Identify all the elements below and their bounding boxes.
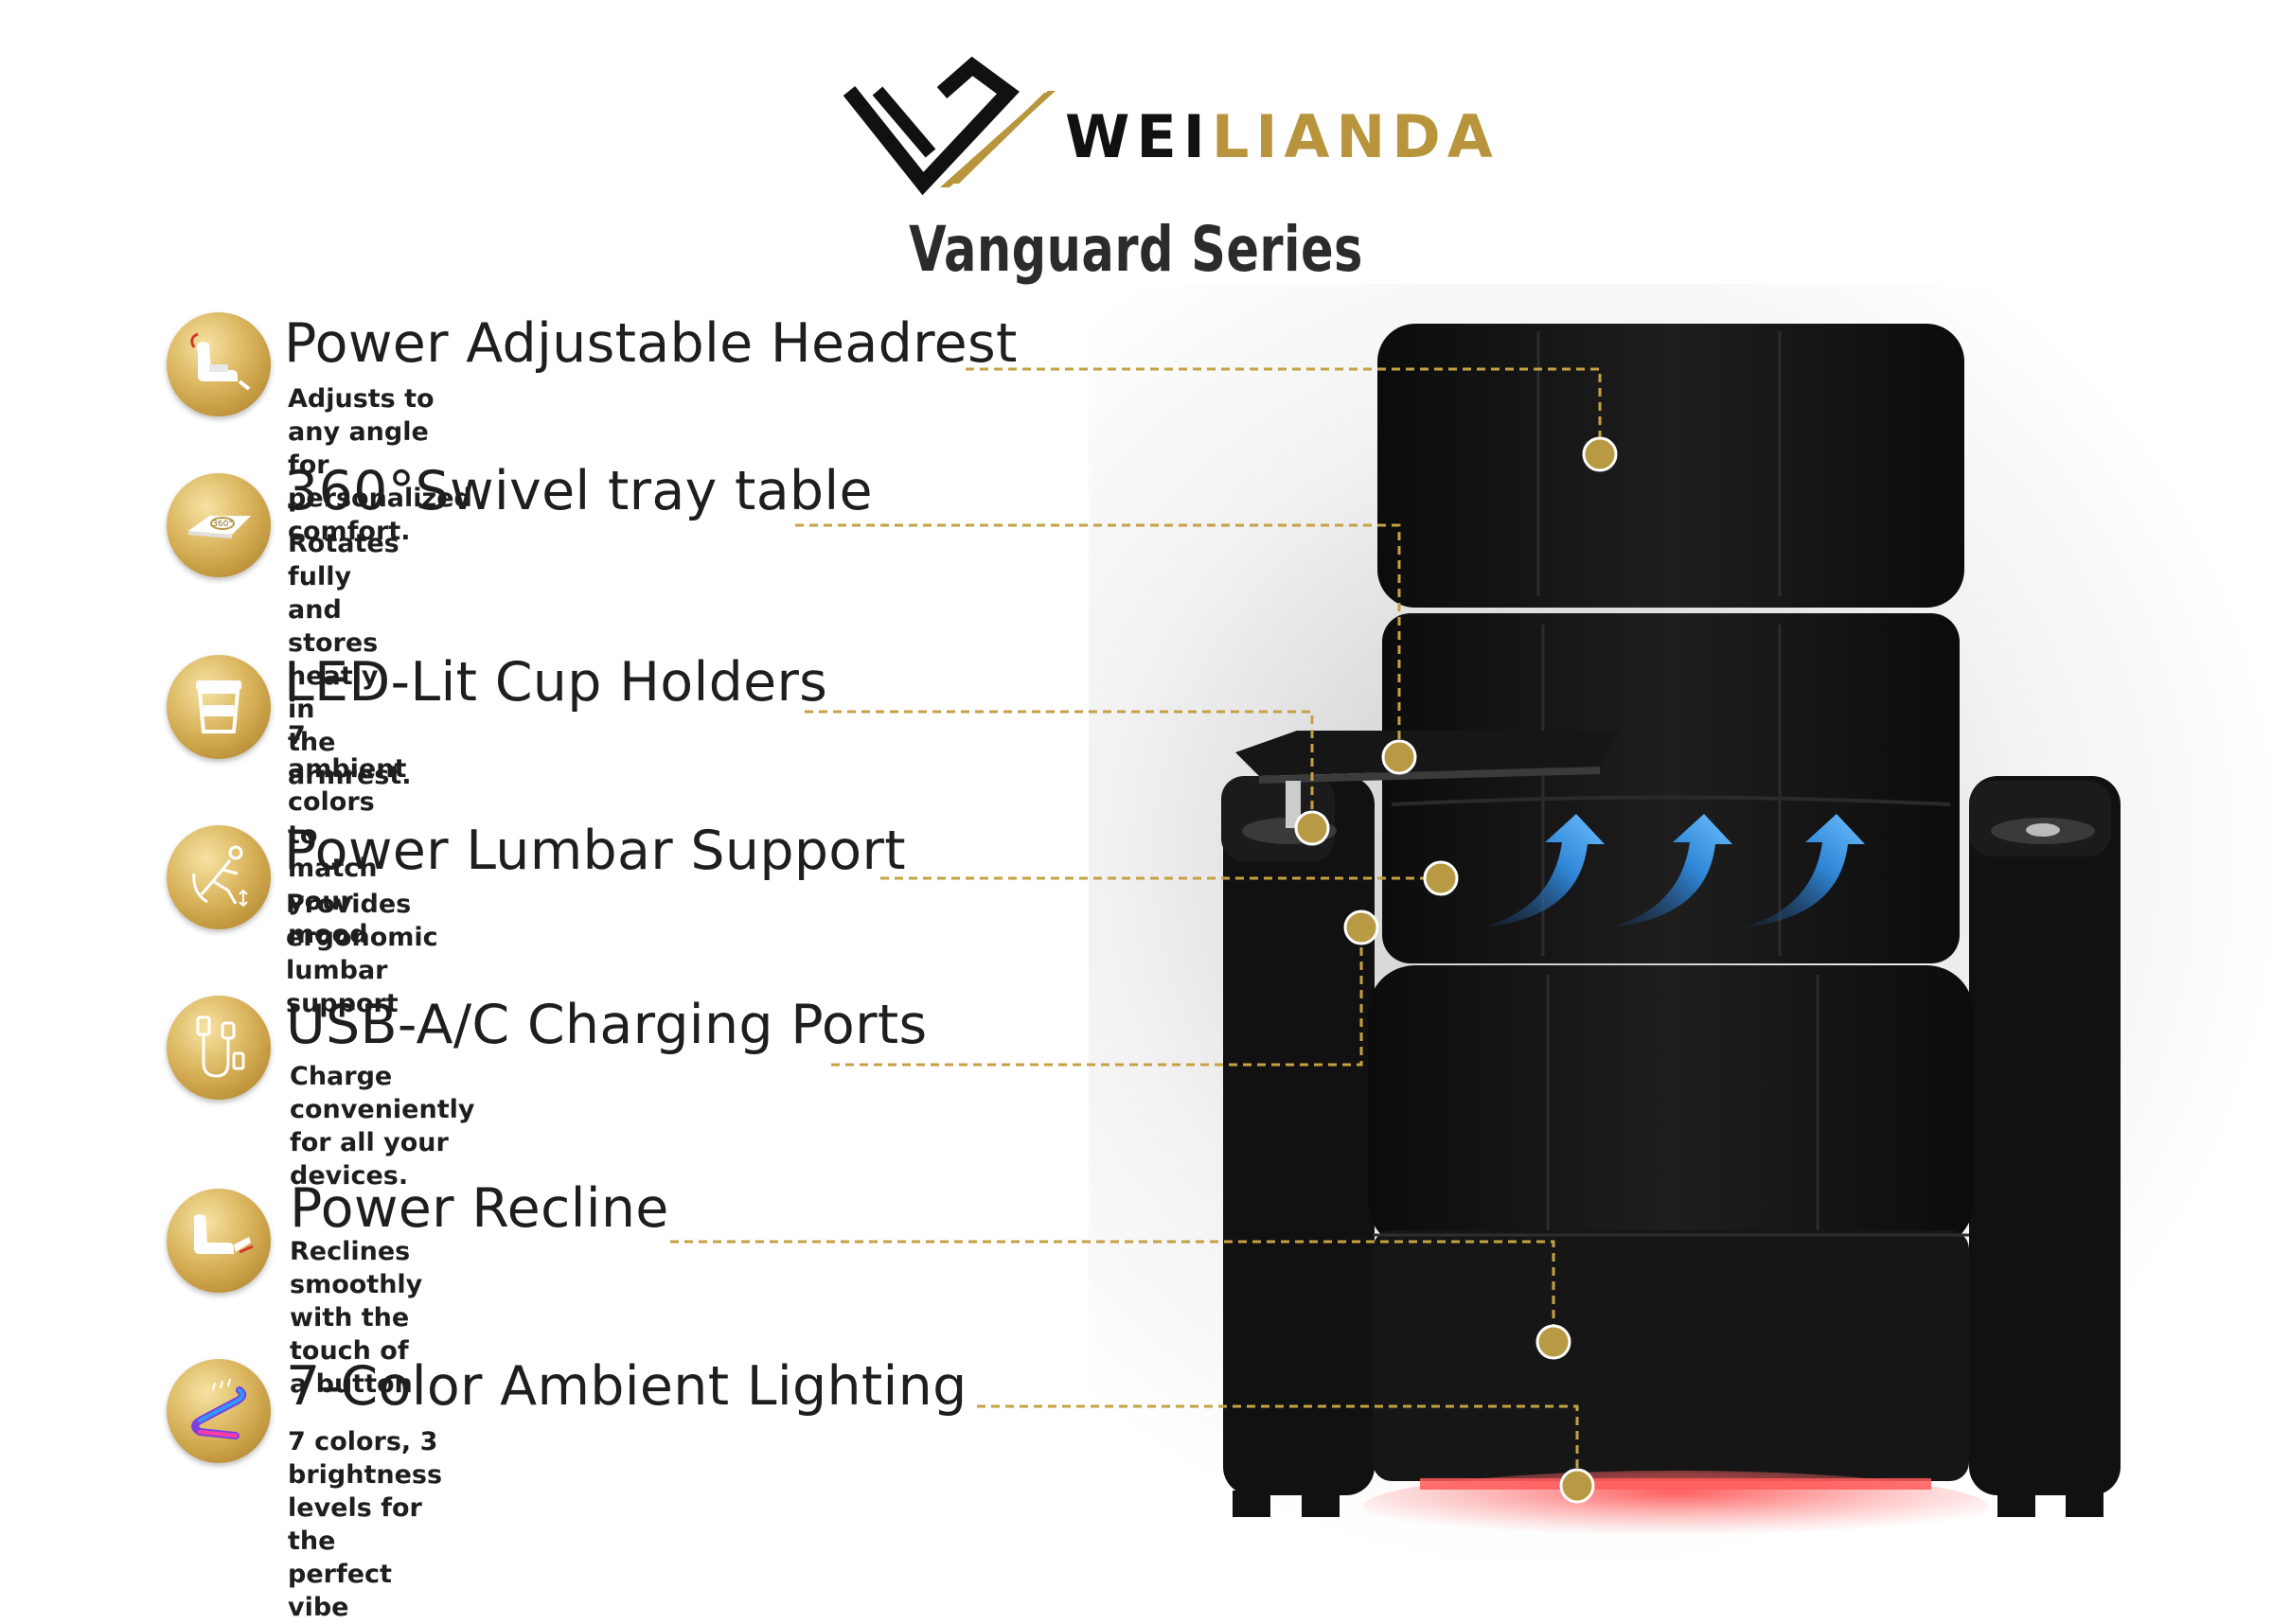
lumbar-callout-dot <box>1423 860 1459 896</box>
feature-description: Adjusts to any angle for personalized co… <box>288 384 472 546</box>
feature-badge <box>167 825 271 929</box>
feature-title: USB-A/C Charging Ports <box>286 994 928 1056</box>
feature-badge <box>167 655 271 759</box>
description-line: the armrest. <box>288 728 412 790</box>
cup-icon <box>196 680 241 733</box>
swivel-tray-icon: 360° <box>188 516 251 538</box>
feature-badge <box>167 312 271 416</box>
brand-name-part1: WEI <box>1065 102 1212 171</box>
swivel-tray-table <box>1235 731 1619 776</box>
lumbar-arrows <box>1482 814 1865 927</box>
cup-holder-callout-dot <box>1294 810 1330 846</box>
feature-description: Reclines smoothly with the touch of a bu… <box>290 1235 422 1401</box>
feature-description: Rotates fully and stores neatly in the a… <box>288 527 412 792</box>
brand-mark-icon <box>843 56 1056 196</box>
left-armrest <box>1223 776 1375 1495</box>
brand-logo: WEILIANDA <box>838 55 1493 197</box>
recline-callout-dot <box>1535 1324 1571 1360</box>
description-line: touch of a button <box>290 1336 413 1399</box>
usb-cable-icon <box>196 1015 245 1078</box>
recliner-footrest-icon <box>193 1214 254 1254</box>
feature-badge <box>167 996 271 1100</box>
feature-title: LED-Lit Cup Holders <box>284 651 828 714</box>
svg-text:360°: 360° <box>212 520 233 529</box>
description-line: Charge conveniently for all your <box>290 1062 475 1157</box>
feature-title: Power Lumbar Support <box>284 820 906 882</box>
headrest <box>1377 324 1964 608</box>
lighting-callout-dot <box>1559 1468 1595 1504</box>
feature-title: Power Recline <box>290 1177 669 1240</box>
brand-name-part2: LIANDA <box>1211 102 1500 171</box>
footrest <box>1373 1230 1969 1481</box>
feature-title: Power Adjustable Headrest <box>284 312 1018 375</box>
feature-description: Provides ergonomic lumbar support <box>286 890 438 1018</box>
led-strip-icon <box>191 1378 247 1439</box>
recliner-headrest-icon <box>190 332 251 391</box>
usb-callout-dot <box>1343 909 1379 945</box>
feature-badge <box>167 1359 271 1463</box>
feature-description: 7 colors, 3 brightness levels for the pe… <box>288 1427 443 1622</box>
right-armrest <box>1969 776 2121 1495</box>
recliner-chair-illustration <box>1221 324 2121 1543</box>
feature-badge: 360° <box>167 473 271 577</box>
feature-title: 360°Swivel tray table <box>284 460 873 522</box>
tray-callout-dot <box>1381 739 1417 775</box>
series-title: Vanguard Series <box>909 213 1363 286</box>
feature-description: 7 ambient colors to match your mood <box>288 721 407 949</box>
seat-cushion <box>1368 965 1974 1249</box>
description-line: Rotates fully and stores neatly in <box>288 529 399 724</box>
feature-description: Charge conveniently for all your devices… <box>290 1060 474 1192</box>
brand-name: WEILIANDA <box>1065 102 1500 171</box>
headrest-callout-dot <box>1582 436 1618 472</box>
description-line: Reclines smoothly with the <box>290 1237 423 1333</box>
lumbar-person-icon <box>192 845 248 908</box>
description-line: devices. <box>290 1161 409 1191</box>
feature-title: 7-Color Ambient Lighting <box>286 1355 967 1418</box>
feature-badge <box>167 1189 271 1293</box>
